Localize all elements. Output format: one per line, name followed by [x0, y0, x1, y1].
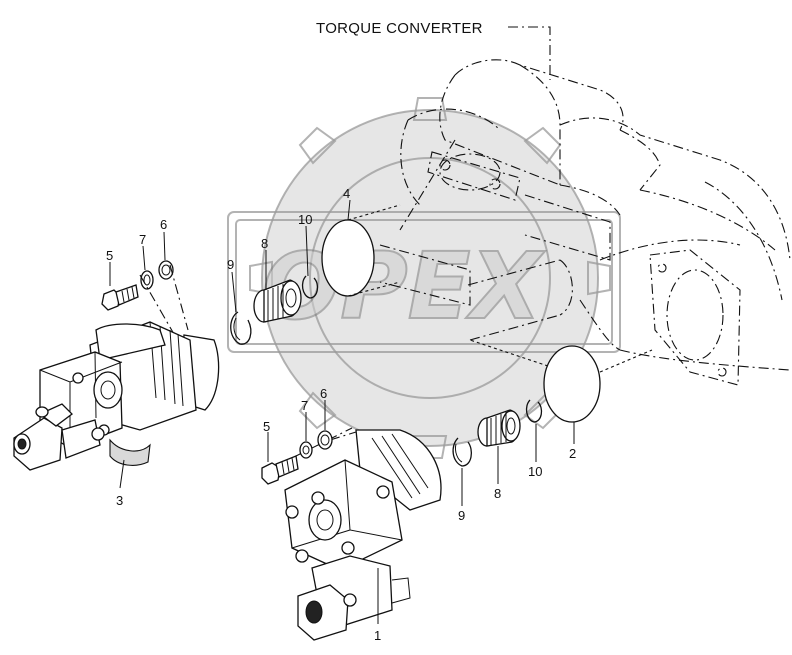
callout-1: 1 [374, 628, 381, 643]
snap-ring-9-lower [452, 437, 473, 467]
pump-1 [284, 427, 442, 641]
callout-6-lower: 6 [320, 386, 327, 401]
callout-5-upper: 5 [106, 248, 113, 263]
callout-7-lower: 7 [301, 398, 308, 413]
washer-7-lower [299, 441, 313, 459]
leader-lines [109, 199, 575, 624]
torque-converter-leader [508, 26, 551, 80]
torque-converter-housing [379, 59, 791, 386]
watermark: OPEX [227, 97, 621, 459]
bearing-8-lower [477, 409, 521, 447]
bolt-5-lower [261, 455, 299, 485]
watermark-text: OPEX [262, 233, 545, 340]
callout-4: 4 [343, 186, 350, 201]
bearing-8-upper [253, 279, 302, 323]
callout-2: 2 [569, 446, 576, 461]
seal-2 [469, 339, 653, 423]
pump-3 [13, 264, 220, 471]
ring-10-lower [525, 399, 543, 423]
callout-3: 3 [116, 493, 123, 508]
callout-8-upper: 8 [261, 236, 268, 251]
callout-6-upper: 6 [160, 217, 167, 232]
callouts: 1 2 3 4 5 5 6 6 7 7 8 8 9 9 10 10 [106, 186, 576, 643]
callout-10-lower: 10 [528, 464, 542, 479]
bolt-5-upper [101, 284, 139, 311]
callout-9-lower: 9 [458, 508, 465, 523]
callout-5-lower: 5 [263, 419, 270, 434]
callout-7-upper: 7 [139, 232, 146, 247]
washer-7-upper [140, 270, 154, 290]
snap-ring-9-upper [230, 311, 252, 345]
torque-converter-label: TORQUE CONVERTER [316, 20, 483, 37]
callout-8-lower: 8 [494, 486, 501, 501]
callout-10-upper: 10 [298, 212, 312, 227]
washer-6-upper [158, 260, 174, 280]
callout-9-upper: 9 [227, 257, 234, 272]
washer-6-lower [317, 430, 333, 450]
ring-10-upper [301, 275, 319, 299]
